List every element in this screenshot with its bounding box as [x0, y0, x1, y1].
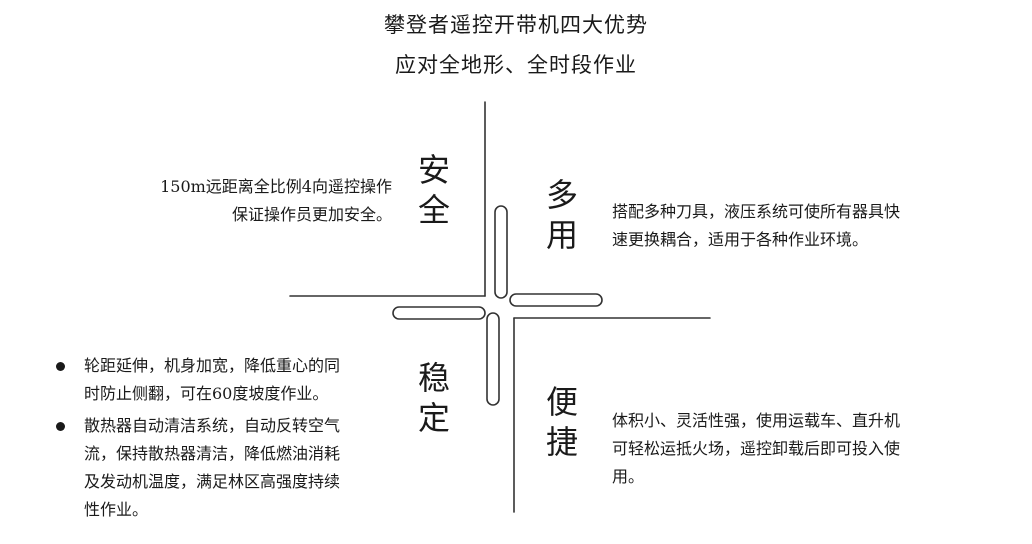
subtitle: 应对全地形、全时段作业 — [395, 53, 637, 77]
label-convenient: 便捷 — [545, 383, 578, 461]
safe-line-2: 保证操作员更加安全。 — [231, 205, 392, 224]
stable-bullet-2-line-4: 性作业。 — [84, 500, 149, 519]
pill-bottom — [486, 312, 500, 406]
convenient-description: 体积小、灵活性强，使用运载车、直升机 可轻松运抵火场，遥控卸载后即可投入使 用。 — [612, 407, 900, 491]
stable-bullet-2-line-3: 及发动机温度，满足林区高强度持续 — [84, 472, 341, 491]
stable-bullet-2-line-1: 散热器自动清洁系统，自动反转空气 — [84, 416, 341, 435]
main-title: 攀登者遥控开带机四大优势 — [384, 13, 648, 37]
multi-description: 搭配多种刀具，液压系统可使所有器具快 速更换耦合，适用于各种作业环境。 — [612, 198, 900, 254]
multi-line-1: 搭配多种刀具，液压系统可使所有器具快 — [612, 202, 901, 221]
safe-line-1: 150m远距离全比例4向遥控操作 — [160, 177, 392, 196]
label-stable: 稳定 — [417, 359, 450, 437]
convenient-line-1: 体积小、灵活性强，使用运载车、直升机 — [612, 411, 901, 430]
stable-bullet-2-line-2: 流，保持散热器清洁，降低燃油消耗 — [84, 444, 341, 463]
pill-left — [392, 306, 486, 320]
pill-right — [509, 293, 603, 307]
label-safe: 安全 — [417, 151, 450, 229]
stable-bullet-1-line-2: 时防止侧翻，可在60度坡度作业。 — [84, 384, 329, 403]
convenient-line-2: 可轻松运抵火场，遥控卸载后即可投入使 — [612, 439, 901, 458]
multi-line-2: 速更换耦合，适用于各种作业环境。 — [612, 230, 869, 249]
pill-top — [494, 205, 508, 299]
stable-bullet-2: 散热器自动清洁系统，自动反转空气 流，保持散热器清洁，降低燃油消耗 及发动机温度… — [50, 412, 340, 524]
bullet-dot-icon — [56, 422, 65, 431]
safe-description: 150m远距离全比例4向遥控操作 保证操作员更加安全。 — [160, 173, 392, 229]
stable-bullet-list: 轮距延伸，机身加宽，降低重心的同 时防止侧翻，可在60度坡度作业。 散热器自动清… — [50, 352, 340, 528]
bullet-dot-icon — [56, 362, 65, 371]
stable-bullet-1: 轮距延伸，机身加宽，降低重心的同 时防止侧翻，可在60度坡度作业。 — [50, 352, 340, 408]
label-multi: 多用 — [545, 176, 578, 254]
convenient-line-3: 用。 — [612, 467, 645, 486]
stable-bullet-1-line-1: 轮距延伸，机身加宽，降低重心的同 — [84, 356, 341, 375]
